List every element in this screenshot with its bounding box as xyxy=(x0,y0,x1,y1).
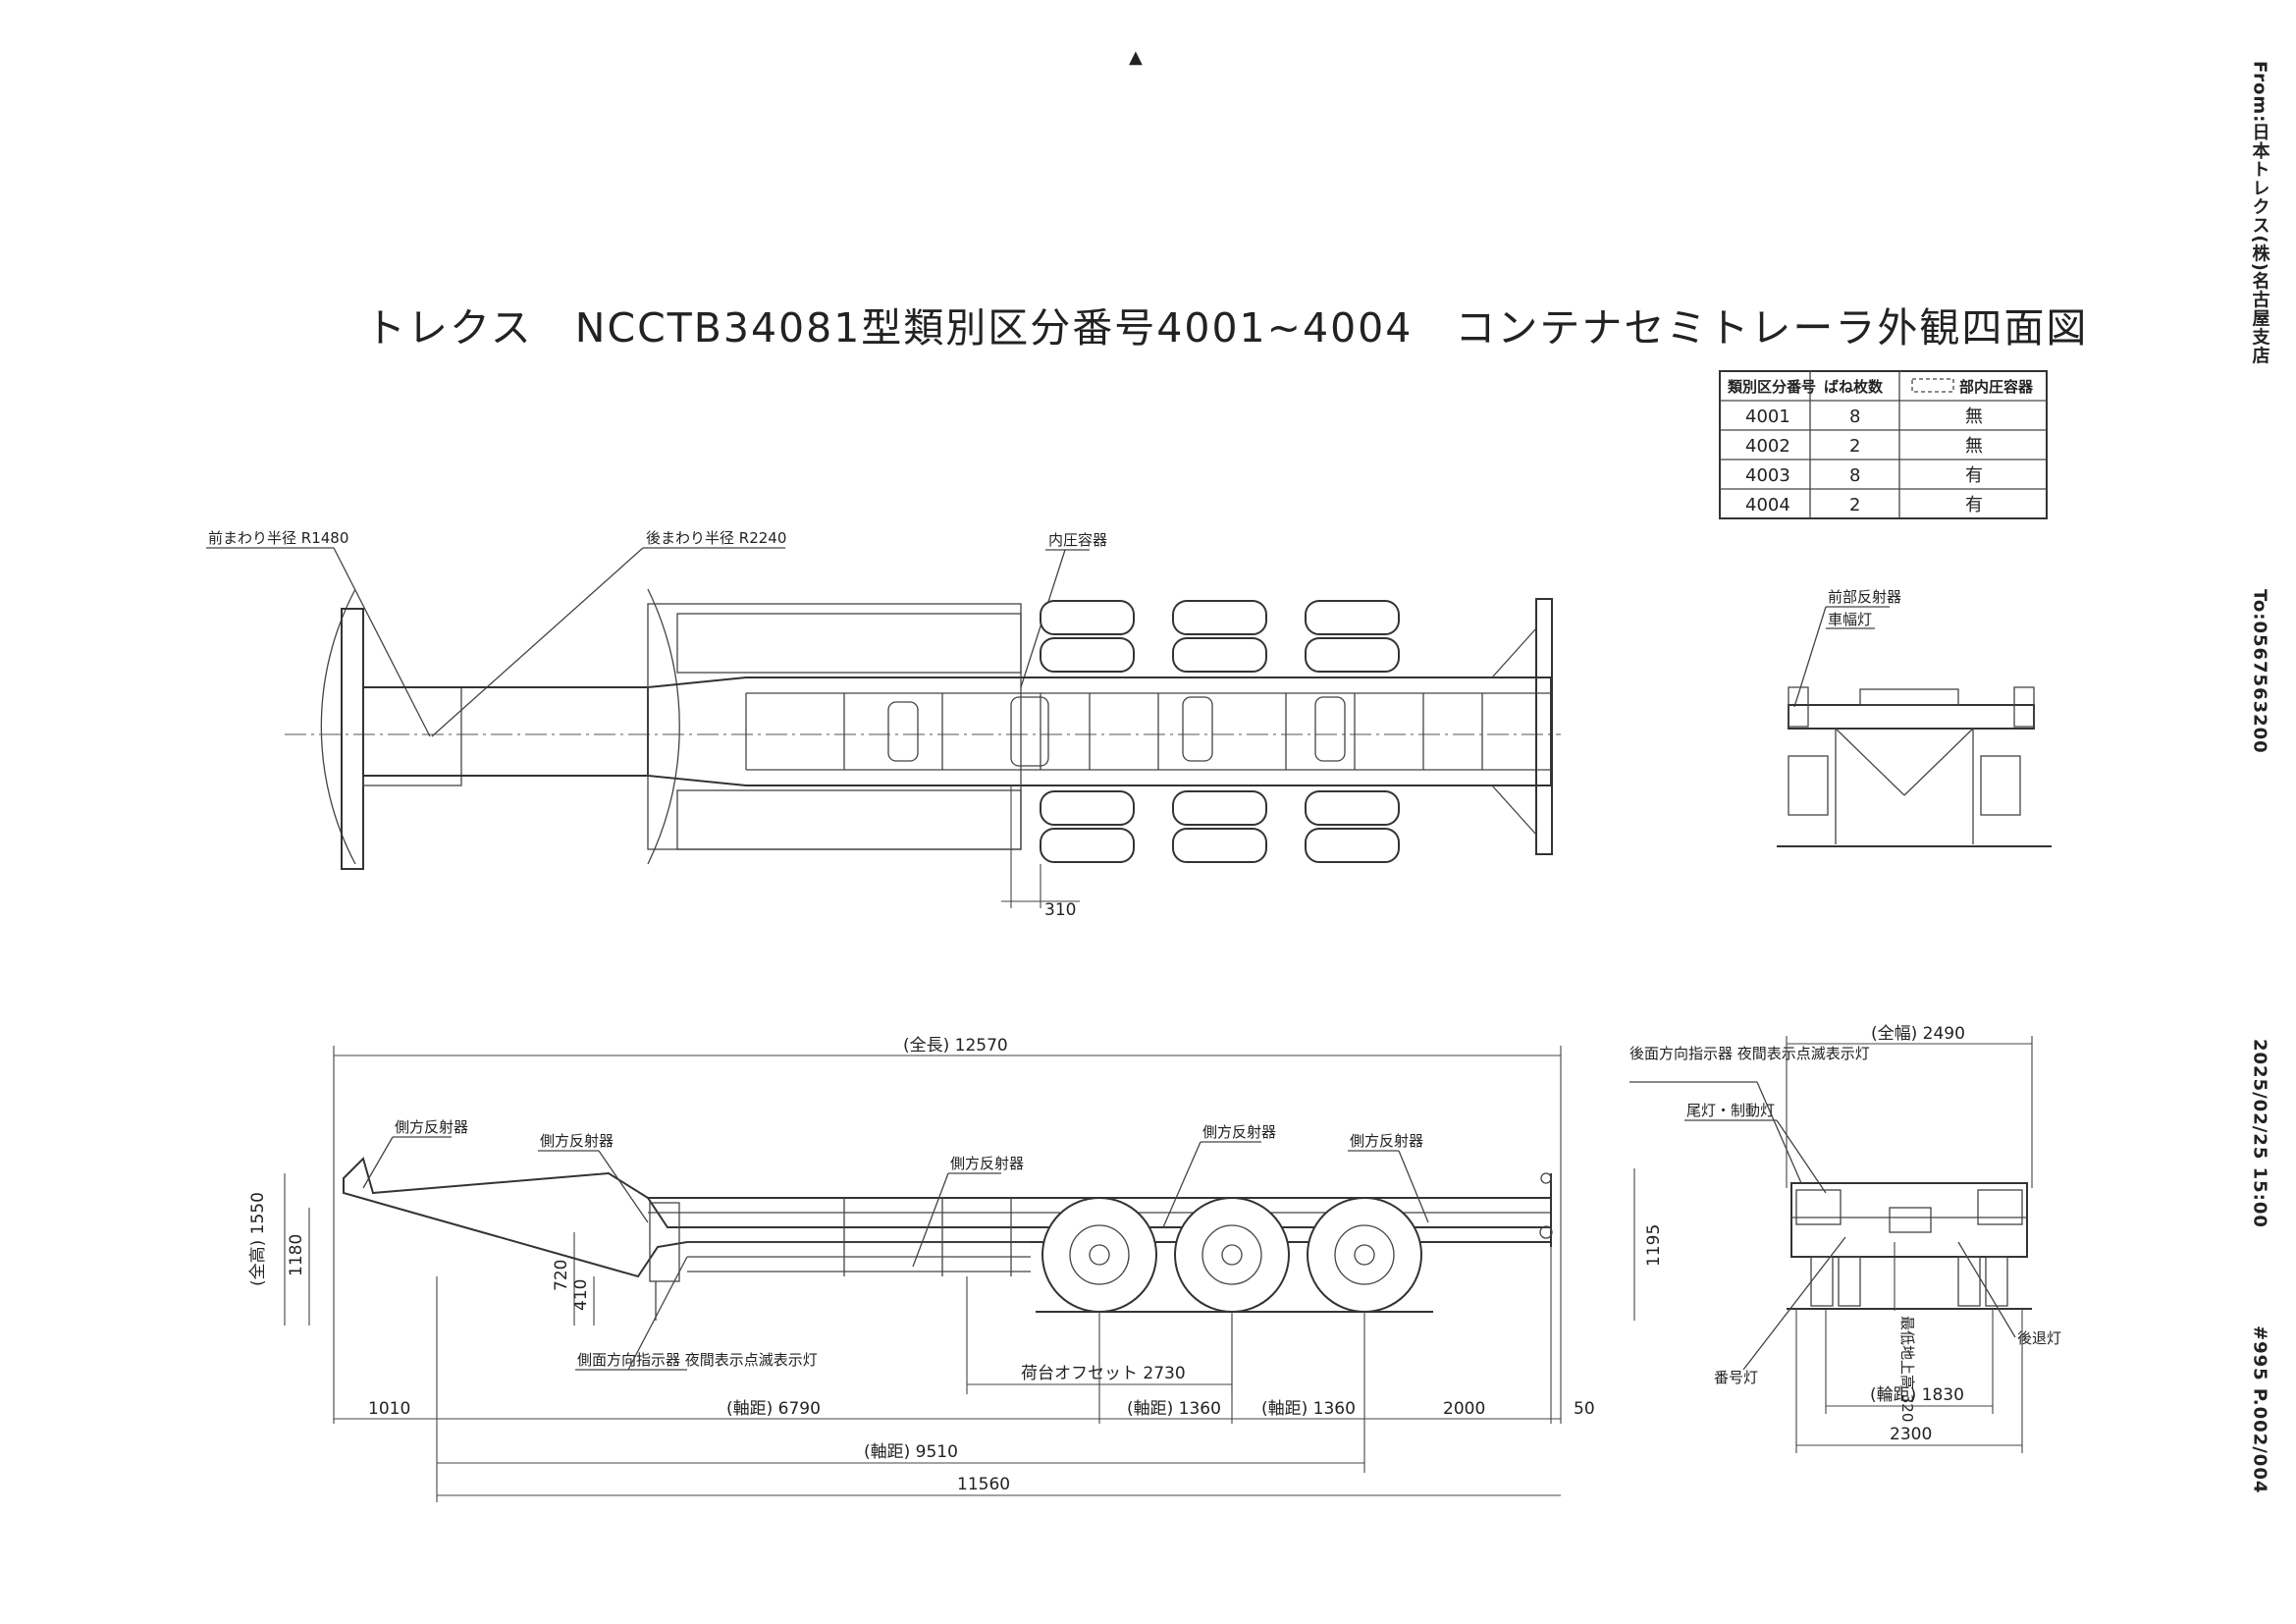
dim-50: 50 xyxy=(1574,1399,1595,1419)
fax-to: To:0567563200 xyxy=(2250,589,2270,754)
ground-clearance: 最低地上高 320 xyxy=(1898,1316,1916,1422)
overall-width: (全幅) 2490 xyxy=(1871,1024,1965,1044)
fifth-wheel-offset: 荷台オフセット 2730 xyxy=(1021,1364,1186,1383)
fax-from: From:日本トレクス(株)名古屋支店 xyxy=(2250,61,2271,365)
rear-turn-lamp-label: 後面方向指示器 夜間表示点滅表示灯 xyxy=(1629,1045,1870,1062)
pressure-vessel-label: 内圧容器 xyxy=(1048,531,1107,549)
spec-table-header-2: ばね枚数 xyxy=(1824,378,1884,396)
overall-height: (全高) 1550 xyxy=(248,1192,268,1286)
spec-table-header-1: 類別区分番号 xyxy=(1727,378,1816,396)
rear-view: (全幅) 2490 後面方向指示器 夜間表示点滅表示灯 尾灯・制動灯 最低地上高… xyxy=(1629,1024,2061,1453)
spec-cell: 4002 xyxy=(1745,436,1790,457)
fax-header: From:日本トレクス(株)名古屋支店 To:0567563200 2025/0… xyxy=(2250,61,2271,1493)
axle-wheels xyxy=(1041,1197,1422,1313)
dim-720: 720 xyxy=(552,1260,571,1291)
backup-lamp-label: 後退灯 xyxy=(2017,1329,2061,1347)
fax-page: #995 P.002/004 xyxy=(2250,1326,2270,1493)
track-width: (輪距) 1830 xyxy=(1870,1385,1964,1405)
dim-11560: 11560 xyxy=(957,1475,1010,1494)
dim-1180: 1180 xyxy=(287,1234,306,1276)
fax-datetime: 2025/02/25 15:00 xyxy=(2250,1039,2270,1228)
spec-cell: 4004 xyxy=(1745,495,1790,515)
spec-cell: 4001 xyxy=(1745,406,1790,427)
overall-length: (全長) 12570 xyxy=(903,1036,1008,1056)
front-turn-radius-label: 前まわり半径 R1480 xyxy=(208,529,348,547)
spec-cell: 2 xyxy=(1849,495,1860,515)
spec-table: 類別区分番号 ばね枚数 部内圧容器 4001 8 無 4002 2 無 4003… xyxy=(1719,370,2048,519)
plan-view: 前まわり半径 R1480 後まわり半径 R2240 内圧容器 xyxy=(206,529,1561,920)
side-reflector-label: 側方反射器 xyxy=(395,1118,468,1136)
rear-turn-radius-label: 後まわり半径 R2240 xyxy=(646,529,786,547)
side-reflector-label: 側方反射器 xyxy=(1202,1123,1276,1141)
axle-spacing-2: (軸距) 1360 xyxy=(1261,1399,1356,1419)
dim-2000: 2000 xyxy=(1443,1399,1485,1419)
side-reflector-label: 側方反射器 xyxy=(1350,1132,1423,1150)
spec-cell: 有 xyxy=(1965,495,1983,515)
tail-lamp-label: 尾灯・制動灯 xyxy=(1686,1102,1775,1119)
spec-cell: 2 xyxy=(1849,436,1860,457)
spec-cell: 無 xyxy=(1965,436,1983,457)
wheelbase-9510: (軸距) 9510 xyxy=(864,1442,958,1462)
plan-dim-310: 310 xyxy=(1044,900,1076,920)
dim-410: 410 xyxy=(571,1279,591,1311)
side-reflector-label: 側方反射器 xyxy=(540,1132,614,1150)
drawing-title: トレクス NCCTB34081型類別区分番号4001~4004 コンテナセミトレ… xyxy=(365,304,2088,352)
front-view: 前部反射器 車幅灯 xyxy=(1777,588,2052,847)
wheelbase-6790: (軸距) 6790 xyxy=(726,1399,821,1419)
dim-1195: 1195 xyxy=(1644,1224,1664,1267)
dim-1010: 1010 xyxy=(368,1399,410,1419)
spec-cell: 8 xyxy=(1849,465,1860,486)
side-reflector-label: 側方反射器 xyxy=(950,1155,1024,1172)
spec-cell: 4003 xyxy=(1745,465,1790,486)
axle-spacing-1: (軸距) 1360 xyxy=(1127,1399,1221,1419)
spec-cell: 8 xyxy=(1849,406,1860,427)
side-turn-lamp-label: 側面方向指示器 夜間表示点滅表示灯 xyxy=(577,1351,818,1369)
front-reflector-label: 前部反射器 xyxy=(1828,588,1901,606)
side-view: (全長) 12570 (全高) 1550 1180 720 410 1195 xyxy=(248,1036,1664,1502)
front-lamp-label: 車幅灯 xyxy=(1828,611,1872,628)
width-2300: 2300 xyxy=(1890,1425,1932,1444)
top-marker: ▲ xyxy=(1129,47,1143,68)
spec-table-header-3: 部内圧容器 xyxy=(1959,378,2034,396)
plate-lamp-label: 番号灯 xyxy=(1714,1369,1758,1386)
spec-cell: 無 xyxy=(1965,406,1983,427)
spec-cell: 有 xyxy=(1965,465,1983,486)
